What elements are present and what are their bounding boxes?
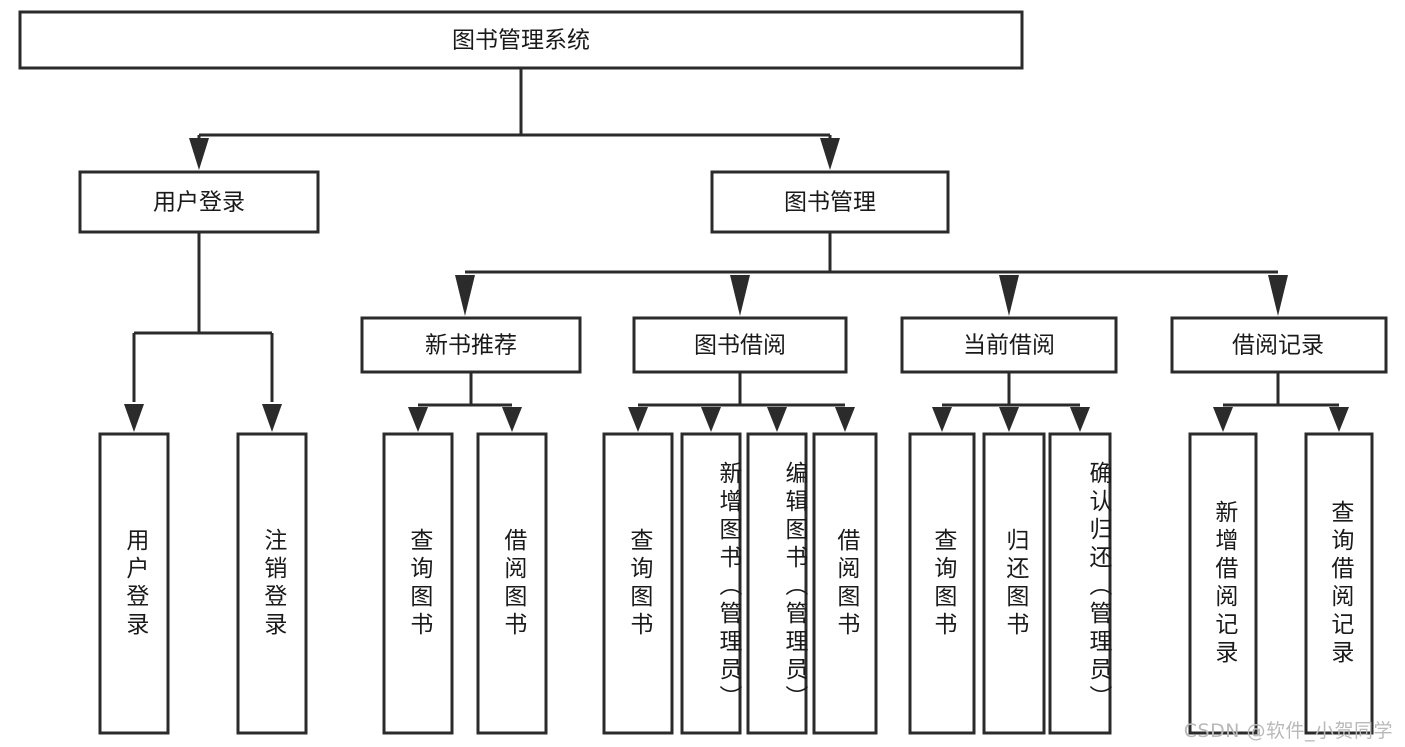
node-new-book-recommend-box[interactable] bbox=[360, 316, 582, 374]
arrow-head-borrow-record bbox=[1268, 275, 1288, 316]
node-root-label: 图书管理系统 bbox=[452, 28, 590, 54]
arrow-head-leaf-confirm-return-admin bbox=[1070, 407, 1090, 432]
node-leaf-query-book-borrow-box[interactable] bbox=[602, 432, 674, 735]
node-current-borrow[interactable]: 当前借阅 bbox=[900, 316, 1118, 374]
node-leaf-logout-box[interactable] bbox=[236, 432, 308, 735]
node-borrow-record[interactable]: 借阅记录 bbox=[1170, 316, 1388, 374]
node-book-management[interactable]: 图书管理 bbox=[710, 170, 950, 234]
node-leaf-query-book-current-box[interactable] bbox=[908, 432, 976, 735]
node-current-borrow-box[interactable] bbox=[900, 316, 1118, 374]
arrow-head-new-book-recommend bbox=[455, 275, 475, 316]
node-current-borrow-label: 当前借阅 bbox=[963, 333, 1055, 359]
arrow-head-leaf-logout bbox=[262, 404, 282, 432]
node-user-login-box[interactable] bbox=[78, 170, 320, 234]
arrow-head-book-borrow bbox=[730, 275, 750, 316]
arrow-head-leaf-query-book-recommend bbox=[408, 407, 428, 432]
arrow-head-leaf-query-book-borrow bbox=[628, 407, 648, 432]
arrow-head-leaf-edit-book-admin bbox=[767, 407, 787, 432]
node-leaf-query-borrow-record-box[interactable] bbox=[1304, 432, 1374, 735]
arrow-head-current-borrow bbox=[999, 275, 1019, 316]
arrow-head-leaf-add-borrow-record bbox=[1213, 407, 1233, 432]
node-root[interactable]: 图书管理系统 bbox=[18, 10, 1024, 70]
arrow-head-user-login bbox=[189, 138, 209, 170]
node-book-borrow[interactable]: 图书借阅 bbox=[632, 316, 848, 374]
node-root-box[interactable] bbox=[18, 10, 1024, 70]
node-leaf-return-book-box[interactable] bbox=[982, 432, 1046, 735]
node-new-book-recommend-label: 新书推荐 bbox=[425, 333, 517, 359]
node-leaf-add-book-admin-box[interactable] bbox=[680, 432, 742, 735]
node-leaf-query-book-recommend-box[interactable] bbox=[382, 432, 454, 735]
node-layer: 图书管理系统 用户登录 图书管理 新书推荐 图书借阅 bbox=[18, 10, 1388, 735]
arrow-head-leaf-user-login bbox=[124, 404, 144, 432]
node-borrow-record-box[interactable] bbox=[1170, 316, 1388, 374]
node-leaf-borrow-book-recommend-box[interactable] bbox=[476, 432, 548, 735]
node-leaf-borrow-book-box[interactable] bbox=[812, 432, 878, 735]
node-user-login[interactable]: 用户登录 bbox=[78, 170, 320, 234]
arrow-head-book-management bbox=[820, 138, 840, 170]
node-leaf-edit-book-admin-box[interactable] bbox=[746, 432, 808, 735]
node-book-borrow-box[interactable] bbox=[632, 316, 848, 374]
node-borrow-record-label: 借阅记录 bbox=[1232, 333, 1324, 359]
arrow-head-leaf-borrow-book-recommend bbox=[502, 407, 522, 432]
arrow-head-leaf-borrow-book bbox=[835, 407, 855, 432]
node-leaf-confirm-return-admin-box[interactable] bbox=[1048, 432, 1112, 735]
node-book-management-box[interactable] bbox=[710, 170, 950, 234]
node-leaf-add-borrow-record-box[interactable] bbox=[1188, 432, 1258, 735]
arrow-head-leaf-return-book bbox=[999, 407, 1019, 432]
arrow-head-leaf-query-borrow-record bbox=[1329, 407, 1349, 432]
arrow-head-leaf-query-book-current bbox=[932, 407, 952, 432]
node-book-borrow-label: 图书借阅 bbox=[694, 333, 786, 359]
node-new-book-recommend[interactable]: 新书推荐 bbox=[360, 316, 582, 374]
csdn-watermark: CSDN @软件_小贺同学 bbox=[1183, 720, 1393, 742]
node-user-login-label: 用户登录 bbox=[153, 190, 245, 216]
node-leaf-user-login-box[interactable] bbox=[98, 432, 170, 735]
connector-layer bbox=[124, 68, 1349, 432]
node-book-management-label: 图书管理 bbox=[784, 190, 876, 216]
arrow-head-leaf-add-book-admin bbox=[701, 407, 721, 432]
